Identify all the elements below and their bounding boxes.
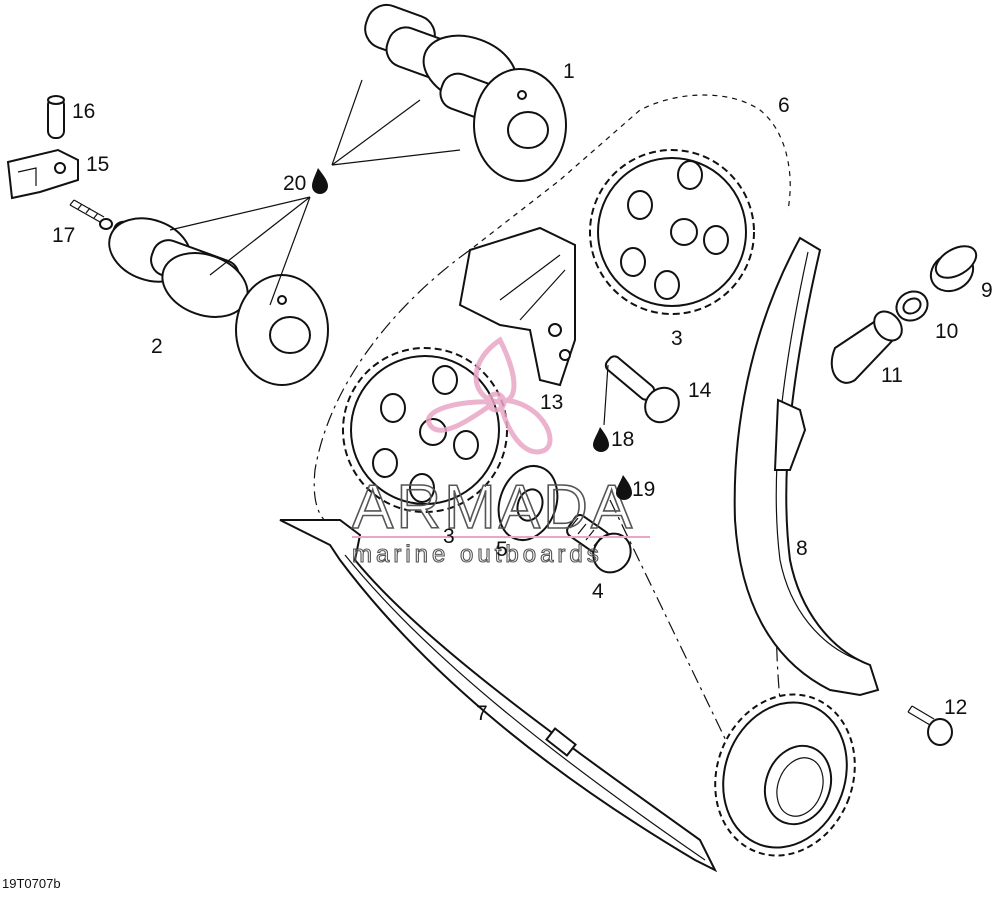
callout-11: 11 <box>881 364 903 387</box>
callout-12: 12 <box>944 696 967 719</box>
tensioner-plug <box>929 245 978 293</box>
leader-18 <box>603 364 609 426</box>
lubrication-leaders <box>169 79 461 306</box>
sealing-ring <box>895 290 929 322</box>
watermark-brand: ARMADA <box>352 473 635 542</box>
callout-6: 6 <box>778 94 790 117</box>
callout-1: 1 <box>563 60 575 83</box>
camshaft-sprocket-upper <box>589 149 755 315</box>
callout-16: 16 <box>72 100 95 123</box>
callout-3: 3 <box>443 525 455 548</box>
timing-chain <box>468 93 793 252</box>
camshaft-lower <box>108 217 329 386</box>
callout-2: 2 <box>151 335 163 358</box>
chain-guide-bracket <box>458 226 576 387</box>
callout-5: 5 <box>496 538 508 561</box>
callout-4: 4 <box>592 580 604 603</box>
camshaft-upper <box>364 3 567 182</box>
callout-3: 3 <box>671 327 683 350</box>
tensioner-plunger <box>830 310 903 384</box>
watermark-tagline: marine outboards <box>352 541 603 568</box>
oil-drop-icon <box>593 427 609 452</box>
watermark-logo <box>426 336 553 455</box>
callout-9: 9 <box>981 279 993 302</box>
callout-8: 8 <box>796 537 808 560</box>
callout-7: 7 <box>476 702 488 725</box>
callout-13: 13 <box>540 391 563 414</box>
callout-15: 15 <box>86 153 109 176</box>
drawing-code: 19T0707b <box>2 876 61 891</box>
callout-17: 17 <box>52 224 75 247</box>
washer <box>497 465 559 541</box>
crankshaft-gear <box>714 693 856 857</box>
oil-drop-icon <box>312 168 328 194</box>
guide-bolt <box>604 355 680 424</box>
callout-20: 20 <box>283 172 306 195</box>
callout-14: 14 <box>688 379 712 402</box>
tensioner-rail <box>733 236 880 697</box>
callout-19: 19 <box>632 478 655 501</box>
callout-18: 18 <box>611 428 634 451</box>
camshaft-sprocket-lower <box>342 347 508 513</box>
dowel-pin <box>47 95 65 139</box>
callout-10: 10 <box>935 320 958 343</box>
rail-pivot-bolt <box>907 705 953 746</box>
oil-drop-icon <box>616 475 632 500</box>
small-screw <box>69 199 113 230</box>
guide-rail <box>279 519 718 873</box>
sensor-bracket <box>6 148 79 200</box>
